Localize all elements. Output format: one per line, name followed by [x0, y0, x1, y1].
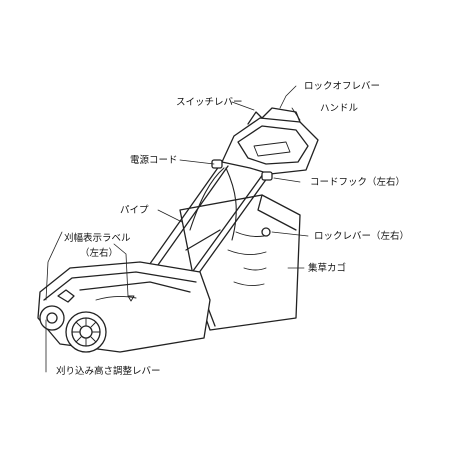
cord-hook	[261, 171, 273, 181]
label-lock-lever: ロックレバー（左右）	[314, 231, 410, 242]
label-cut-width-line1: 刈幅表示ラベル	[64, 233, 131, 244]
cut-width-label	[127, 295, 135, 302]
label-grass-bag: 集草カゴ	[308, 263, 347, 274]
label-power-cord: 電源コード	[130, 155, 178, 166]
label-cord-hook: コードフック（左右）	[310, 177, 406, 188]
label-switch-lever: スイッチレバー	[176, 97, 243, 108]
label-cut-width-line2: （左右）	[80, 248, 119, 259]
rear-wheel	[39, 305, 65, 331]
handle	[221, 117, 319, 175]
lock-lever	[261, 227, 271, 237]
switch-lever	[247, 111, 263, 125]
label-lock-off-lever: ロックオフレバー	[304, 81, 381, 92]
power-cord	[189, 167, 225, 231]
mower-deck	[37, 261, 211, 353]
label-pipe: パイプ	[120, 205, 149, 216]
label-handle: ハンドル	[320, 103, 359, 114]
height-adjust-lever	[57, 289, 75, 303]
label-height-adjust-lever: 刈り込み高さ調整レバー	[56, 366, 161, 377]
